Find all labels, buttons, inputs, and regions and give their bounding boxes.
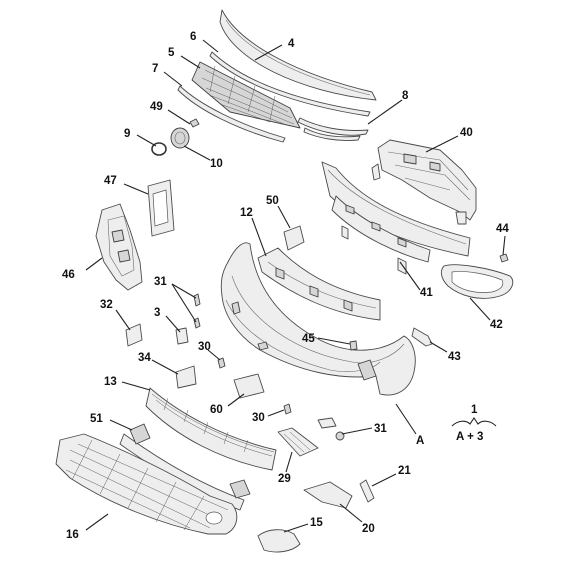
callout-49: 49 bbox=[150, 101, 163, 113]
part-21-bracket bbox=[359, 479, 375, 503]
part-42-lamp-surround bbox=[440, 264, 514, 299]
callout-12: 12 bbox=[240, 207, 253, 219]
callout-3: 3 bbox=[154, 307, 160, 319]
part-13-lower-grille bbox=[145, 387, 277, 471]
callout-40: 40 bbox=[460, 127, 473, 139]
part-8-trim-b bbox=[303, 127, 361, 141]
callout-42: 42 bbox=[490, 319, 503, 331]
part-40-cross-member bbox=[371, 139, 477, 225]
callout-15: 15 bbox=[310, 517, 323, 529]
callout-30-upper: 30 bbox=[198, 341, 211, 353]
part-30-lower-clip bbox=[283, 403, 292, 415]
callout-60: 60 bbox=[210, 404, 223, 416]
leader-lines bbox=[85, 39, 506, 533]
part-34-block bbox=[175, 365, 197, 389]
callout-50: 50 bbox=[266, 195, 279, 207]
assembly-legend: 1 A + 3 bbox=[451, 404, 497, 443]
callout-41: 41 bbox=[420, 287, 433, 299]
part-15-bracket bbox=[257, 529, 301, 553]
callout-8: 8 bbox=[402, 90, 409, 102]
part-29-side-grille bbox=[277, 427, 319, 457]
callout-32: 32 bbox=[100, 299, 113, 311]
callout-43: 43 bbox=[448, 351, 461, 363]
part-4-upper-strip bbox=[219, 9, 377, 101]
callout-51: 51 bbox=[90, 413, 103, 425]
part-3-bracket bbox=[175, 327, 189, 345]
callout-45: 45 bbox=[302, 333, 315, 345]
callout-46: 46 bbox=[62, 269, 75, 281]
part-30-upper-clip bbox=[217, 357, 226, 369]
part-47-duct bbox=[147, 179, 175, 237]
part-41-crash-bar bbox=[321, 161, 471, 275]
callout-5: 5 bbox=[168, 47, 175, 59]
callout-44: 44 bbox=[496, 223, 509, 235]
callout-34: 34 bbox=[138, 352, 151, 364]
part-12-absorber bbox=[257, 247, 381, 321]
callout-16: 16 bbox=[66, 529, 79, 541]
callout-31-lower: 31 bbox=[374, 423, 387, 435]
part-16-underbody-shield bbox=[55, 433, 238, 535]
part-49-clip bbox=[189, 118, 200, 128]
callout-labels: 4 6 5 7 8 49 9 10 40 47 46 50 12 44 41 4… bbox=[62, 31, 509, 541]
part-10-emblem-mount bbox=[170, 127, 190, 149]
callout-10: 10 bbox=[210, 158, 223, 170]
part-6-trim bbox=[209, 51, 371, 117]
part-5-upper-grille bbox=[191, 61, 301, 129]
callout-47: 47 bbox=[104, 175, 117, 187]
part-a-bumper-cover bbox=[220, 242, 416, 396]
part-60-plate bbox=[233, 373, 265, 399]
legend-number: 1 bbox=[471, 404, 478, 416]
part-50-bracket bbox=[283, 225, 305, 251]
part-8-trim bbox=[297, 117, 369, 136]
callout-a: A bbox=[416, 435, 424, 447]
callout-29: 29 bbox=[278, 473, 291, 485]
callout-13: 13 bbox=[104, 376, 117, 388]
callout-31-upper: 31 bbox=[154, 276, 167, 288]
part-45-clip bbox=[349, 340, 358, 351]
callout-7: 7 bbox=[152, 63, 158, 75]
part-20-bracket bbox=[303, 481, 353, 509]
callout-20: 20 bbox=[362, 523, 375, 535]
callout-4: 4 bbox=[288, 38, 295, 50]
callout-21: 21 bbox=[398, 465, 411, 477]
part-7-chrome-bar bbox=[177, 85, 286, 143]
callout-30-lower: 30 bbox=[252, 412, 265, 424]
callout-9: 9 bbox=[124, 128, 130, 140]
part-43-bracket bbox=[411, 327, 433, 347]
part-44-clip bbox=[499, 253, 509, 263]
part-31-lower-sensor bbox=[317, 417, 345, 441]
callout-6: 6 bbox=[190, 31, 196, 43]
legend-formula: A + 3 bbox=[456, 431, 483, 443]
legend-brace bbox=[451, 417, 497, 427]
part-46-side-bracket bbox=[95, 203, 143, 291]
part-31-upper-clips bbox=[193, 293, 201, 329]
